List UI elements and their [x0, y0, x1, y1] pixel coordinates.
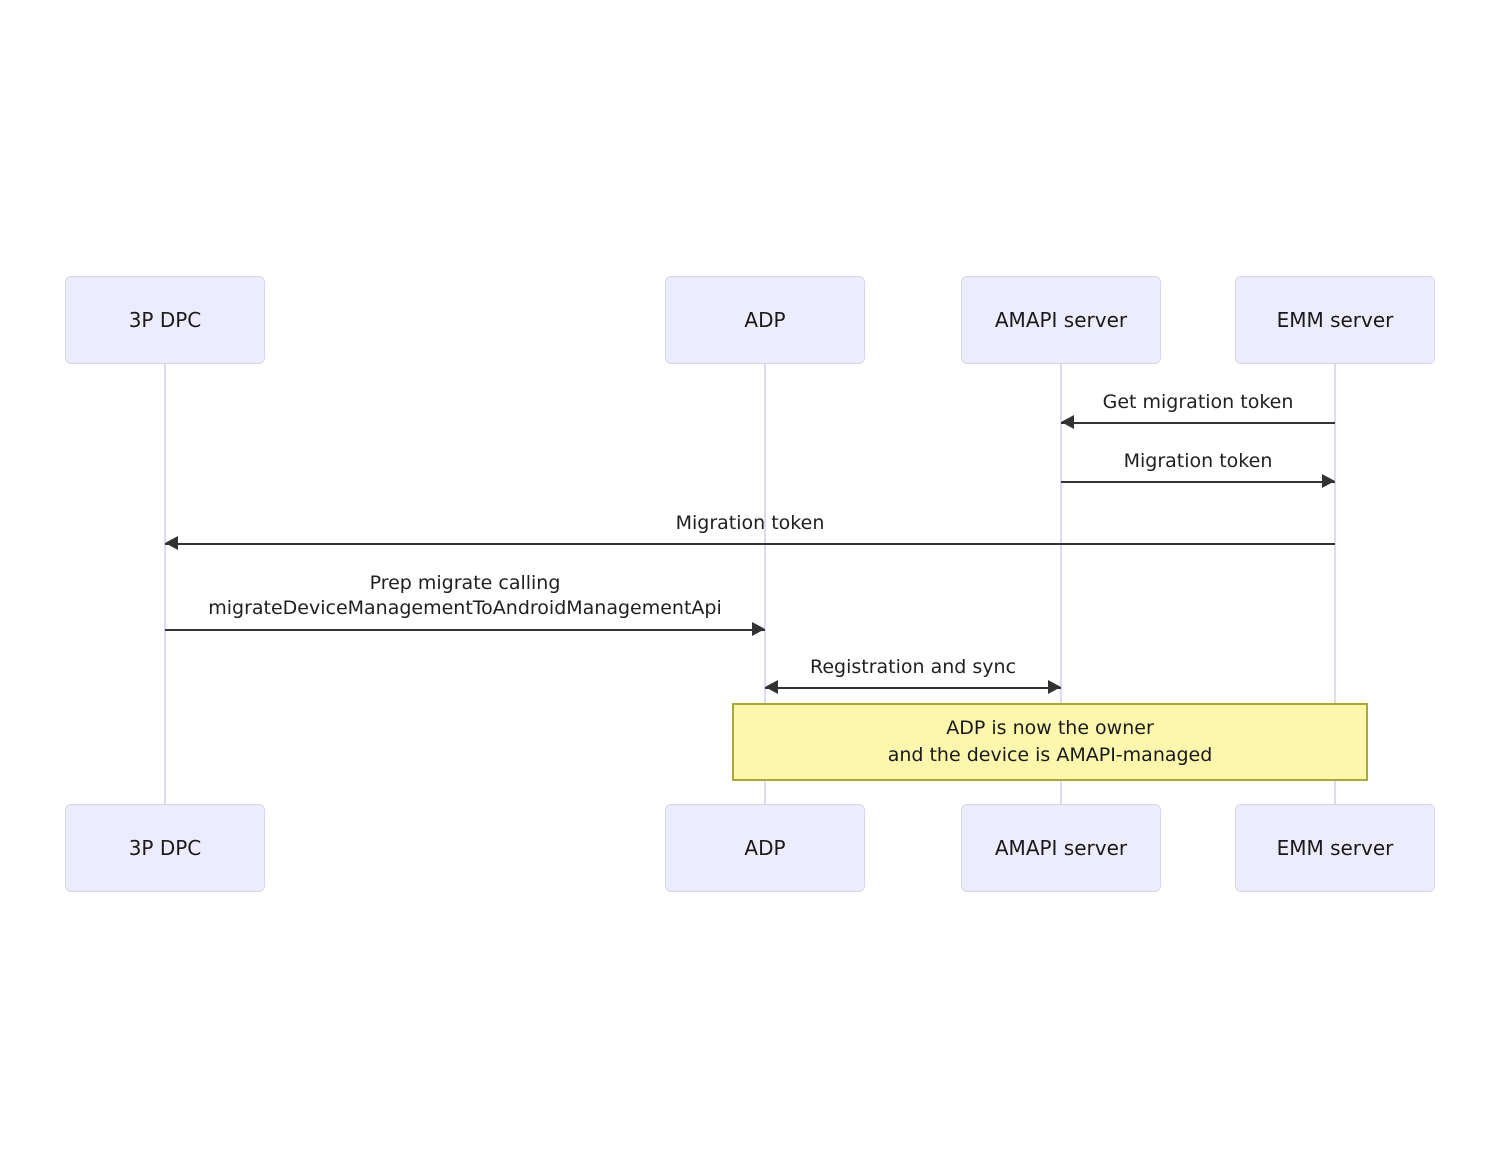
- actor-box-bottom-emm[interactable]: EMM server: [1235, 804, 1435, 892]
- actor-label-top-emm: EMM server: [1276, 308, 1394, 332]
- actor-label-top-dpc: 3P DPC: [128, 308, 202, 332]
- msg-migration-token-emm-dpc-arrowhead-left: [165, 536, 178, 550]
- actor-label-top-amapi: AMAPI server: [994, 308, 1128, 332]
- lifeline-amapi: [1060, 364, 1062, 804]
- actor-label-bottom-amapi: AMAPI server: [994, 836, 1128, 860]
- lifeline-adp: [764, 364, 766, 804]
- actor-box-bottom-adp[interactable]: ADP: [665, 804, 865, 892]
- msg-get-migration-token-line: [1061, 422, 1335, 424]
- actor-box-top-dpc[interactable]: 3P DPC: [65, 276, 265, 364]
- actor-box-top-amapi[interactable]: AMAPI server: [961, 276, 1161, 364]
- msg-migration-token-emm-dpc-line: [165, 543, 1335, 545]
- actor-box-top-emm[interactable]: EMM server: [1235, 276, 1435, 364]
- msg-get-migration-token-label: Get migration token: [1102, 391, 1294, 413]
- msg-prep-migrate-line: [165, 629, 765, 631]
- msg-registration-and-sync-arrowhead-left: [765, 680, 778, 694]
- actor-box-bottom-dpc[interactable]: 3P DPC: [65, 804, 265, 892]
- actor-label-bottom-dpc: 3P DPC: [128, 836, 202, 860]
- msg-migration-token-emm-dpc-label: Migration token: [675, 512, 825, 534]
- note-adp-owner[interactable]: ADP is now the owner and the device is A…: [732, 703, 1368, 781]
- lifeline-dpc: [164, 364, 166, 804]
- lifeline-emm: [1334, 364, 1336, 804]
- actor-box-bottom-amapi[interactable]: AMAPI server: [961, 804, 1161, 892]
- actor-label-bottom-emm: EMM server: [1276, 836, 1394, 860]
- actor-label-bottom-adp: ADP: [744, 836, 786, 860]
- msg-registration-and-sync-label: Registration and sync: [809, 656, 1017, 678]
- msg-get-migration-token-arrowhead-left: [1061, 415, 1074, 429]
- actor-label-top-adp: ADP: [744, 308, 786, 332]
- actor-box-top-adp[interactable]: ADP: [665, 276, 865, 364]
- msg-migration-token-amapi-emm-label: Migration token: [1123, 450, 1273, 472]
- msg-registration-and-sync-line: [765, 687, 1061, 689]
- msg-migration-token-amapi-emm-line: [1061, 481, 1335, 483]
- msg-prep-migrate-label: Prep migrate calling migrateDeviceManage…: [208, 572, 722, 619]
- note-adp-owner-text: ADP is now the owner and the device is A…: [887, 717, 1213, 766]
